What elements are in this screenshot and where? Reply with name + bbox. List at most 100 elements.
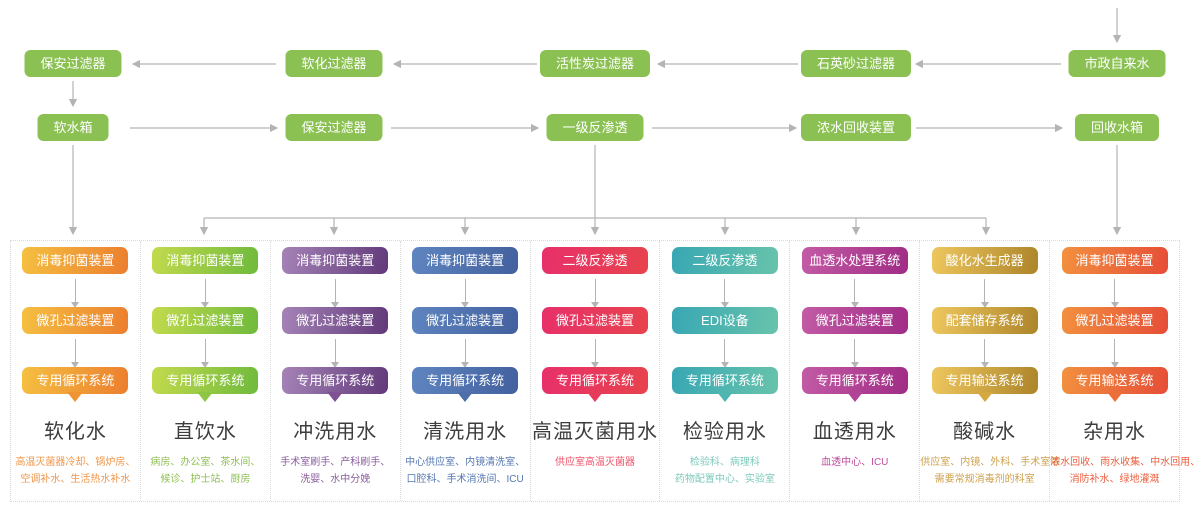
process-box: 专用循环系统 [282,367,389,394]
down-arrow-icon [720,279,729,308]
down-arrow-icon [980,339,989,368]
column-lab-test-water: 二级反渗透 EDI设备 专用循环系统 检验用水 检验科、病理科 药物配置中心、实… [659,241,789,501]
down-arrow-icon [850,339,859,368]
column-title: 检验用水 [682,421,767,443]
down-arrow-icon [850,279,859,308]
process-box: 专用循环系统 [542,367,648,394]
column-description: 病房、办公室、茶水间、 候诊、护士站、厨房 [141,455,270,488]
process-box: 微孔过滤装置 [542,307,648,334]
column-title: 清洗用水 [423,421,508,443]
column-softened-water: 消毒抑菌装置 微孔过滤装置 专用循环系统 软化水 高温灭菌器冷却、锅炉房、 空调… [11,241,140,501]
process-box: 血透水处理系统 [801,247,908,274]
down-arrow-icon [71,339,80,368]
description-line: 消防补水、绿地灌溉 [1069,473,1160,485]
column-description: 高温灭菌器冷却、锅炉房、 空调补水、生活热水补水 [11,455,140,488]
down-arrow-icon [720,339,729,368]
box-soft-water-tank: 软水箱 [37,114,109,141]
process-box: 专用循环系统 [671,367,778,394]
column-description: 供应室高温灭菌器 [531,455,660,472]
column-title: 杂用水 [1083,421,1147,443]
down-arrow-icon [591,279,599,308]
down-arrow-icon [461,339,470,368]
column-description: 手术室刷手、产科刷手、 洗婴、水中分娩 [271,455,400,488]
column-direct-drinking-water: 消毒抑菌装置 微孔过滤装置 专用循环系统 直饮水 病房、办公室、茶水间、 候诊、… [139,241,270,501]
description-line: 口腔科、手术消洗间、ICU [406,473,524,485]
column-hemodialysis-water: 血透水处理系统 微孔过滤装置 专用循环系统 血透用水 血透中心、ICU [789,241,919,501]
process-box: 微孔过滤装置 [412,307,519,334]
description-line: 中心供应室、内镜清洗室、 [405,457,526,468]
down-arrow-icon [1110,339,1119,368]
down-arrow-icon [71,279,80,308]
process-box: 二级反渗透 [671,247,778,274]
down-arrow-icon [201,279,210,308]
box-security-filter: 保安过滤器 [24,50,122,77]
box-quartz-sand-filter: 石英砂过滤器 [800,50,912,77]
column-high-temp-sterilization-water: 二级反渗透 微孔过滤装置 专用循环系统 高温灭菌用水 供应室高温灭菌器 [529,241,660,501]
box-first-stage-ro: 一级反渗透 [546,114,644,141]
column-title: 血透用水 [812,421,897,443]
process-box: 消毒抑菌装置 [22,247,129,274]
usage-columns: 消毒抑菌装置 微孔过滤装置 专用循环系统 软化水 高温灭菌器冷却、锅炉房、 空调… [10,240,1200,502]
description-line: 候诊、护士站、厨房 [160,473,251,485]
description-line: 高温灭菌器冷却、锅炉房、 [15,457,136,468]
description-line: 空调补水、生活热水补水 [20,473,131,485]
process-box: 专用输送系统 [931,367,1038,394]
column-title: 高温灭菌用水 [532,421,658,443]
box-activated-carbon-filter: 活性炭过滤器 [539,50,651,77]
column-flushing-water: 消毒抑菌装置 微孔过滤装置 专用循环系统 冲洗用水 手术室刷手、产科刷手、 洗婴… [269,241,400,501]
process-box: 微孔过滤装置 [22,307,129,334]
column-title: 软化水 [43,421,107,443]
description-line: 药物配置中心、实验室 [674,473,775,485]
description-line: 供应室、内镜、外科、手术室等 [920,457,1061,468]
down-arrow-icon [1110,279,1119,308]
description-line: 洗婴、水中分娩 [300,473,371,485]
description-line: 需要常规消毒剂的科室 [934,473,1035,485]
process-box: 专用循环系统 [801,367,908,394]
process-box: 酸化水生成器 [931,247,1038,274]
column-title: 酸碱水 [953,421,1017,443]
process-box: 消毒抑菌装置 [1061,247,1168,274]
process-box: 消毒抑菌装置 [152,247,259,274]
description-line: 供应室高温灭菌器 [555,457,635,468]
description-line: 病房、办公室、茶水间、 [150,457,261,468]
down-arrow-icon [331,279,340,308]
column-description: 血透中心、ICU [790,455,919,472]
box-security-filter-2: 保安过滤器 [285,114,383,141]
down-arrow-icon [201,339,210,368]
description-line: 检验科、病理科 [689,457,760,468]
process-box: EDI设备 [671,307,778,334]
column-description: 供应室、内镜、外科、手术室等 需要常规消毒剂的科室 [920,455,1061,488]
process-box: 微孔过滤装置 [282,307,389,334]
box-municipal-tap-water: 市政自来水 [1068,50,1166,77]
column-description: 浓水回收、雨水收集、中水回用、 消防补水、绿地灌溉 [1050,455,1200,488]
column-acid-alkali-water: 酸化水生成器 配套储存系统 专用输送系统 酸碱水 供应室、内镜、外科、手术室等 … [919,241,1061,501]
process-box: 专用循环系统 [412,367,519,394]
process-box: 微孔过滤装置 [801,307,908,334]
process-box: 微孔过滤装置 [1061,307,1168,334]
down-arrow-icon [461,279,470,308]
description-line: 手术室刷手、产科刷手、 [280,457,391,468]
process-box: 专用循环系统 [152,367,259,394]
description-line: 浓水回收、雨水收集、中水回用、 [1050,457,1200,468]
column-title: 冲洗用水 [293,421,378,443]
process-box: 专用输送系统 [1061,367,1168,394]
box-concentrate-recovery: 浓水回收装置 [800,114,912,141]
box-recovery-water-tank: 回收水箱 [1074,114,1160,141]
process-box: 二级反渗透 [542,247,648,274]
box-softening-filter: 软化过滤器 [285,50,383,77]
process-box: 配套储存系统 [931,307,1038,334]
column-description: 中心供应室、内镜清洗室、 口腔科、手术消洗间、ICU [401,455,530,488]
column-description: 检验科、病理科 药物配置中心、实验室 [660,455,789,488]
process-box: 消毒抑菌装置 [282,247,389,274]
description-line: 血透中心、ICU [821,457,889,468]
process-box: 消毒抑菌装置 [412,247,519,274]
process-box: 专用循环系统 [22,367,129,394]
down-arrow-icon [980,279,989,308]
process-box: 微孔过滤装置 [152,307,259,334]
down-arrow-icon [591,339,599,368]
column-title: 直饮水 [173,421,237,443]
column-miscellaneous-water: 消毒抑菌装置 微孔过滤装置 专用输送系统 杂用水 浓水回收、雨水收集、中水回用、… [1049,241,1200,501]
column-cleaning-water: 消毒抑菌装置 微孔过滤装置 专用循环系统 清洗用水 中心供应室、内镜清洗室、 口… [399,241,530,501]
